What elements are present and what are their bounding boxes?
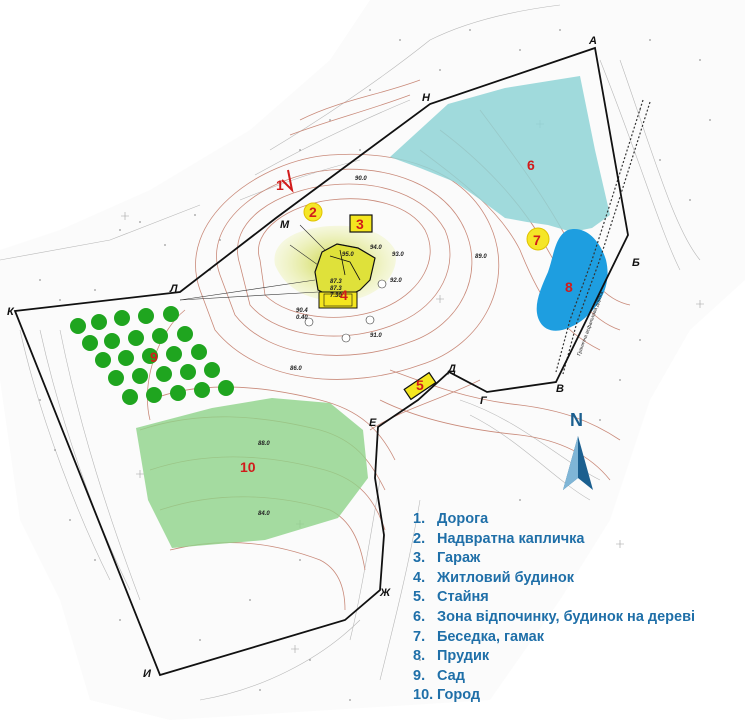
legend-item-number: 4. xyxy=(413,569,426,586)
vertex-label-a: А xyxy=(588,35,597,47)
zone-number-7: 7 xyxy=(533,232,541,248)
legend-item: 2. Надвратна капличка xyxy=(413,530,695,550)
elevation-label: 86.0 xyxy=(290,366,302,372)
legend-item-label: Житловий будинок xyxy=(437,569,575,586)
road-marker xyxy=(281,169,294,194)
legend-item-number: 2. xyxy=(413,530,426,547)
legend-item: 9. Сад xyxy=(413,667,695,687)
north-label: N xyxy=(570,410,583,430)
legend-item-label: Город xyxy=(437,687,481,704)
legend-item-number: 5. xyxy=(413,589,426,606)
legend-item-label: Зона відпочинку, будинок на дереві xyxy=(437,608,696,625)
zone-numbers: 1 2 3 4 5 6 7 8 9 10 xyxy=(150,157,573,475)
elevation-label: 84.0 xyxy=(258,511,270,517)
map-legend: 1. Дорога 2. Надвратна капличка 3. Гараж 4.… xyxy=(413,510,695,706)
zone-number-3: 3 xyxy=(356,216,364,232)
vertex-label-n: Н xyxy=(422,92,431,104)
zone-number-4: 4 xyxy=(340,287,348,303)
legend-item: 1. Дорога xyxy=(413,510,695,530)
legend-item-number: 1. xyxy=(413,511,426,527)
elevation-label: 87.3 xyxy=(330,279,342,285)
stable xyxy=(403,371,437,401)
garage xyxy=(349,214,373,233)
legend-item-label: Дорога xyxy=(437,511,489,527)
elevation-label: 89.0 xyxy=(475,254,487,260)
zone-number-2: 2 xyxy=(309,204,317,220)
zone-number-8: 8 xyxy=(565,279,573,295)
zone-number-6: 6 xyxy=(527,157,535,173)
legend-item-number: 6. xyxy=(413,608,426,625)
north-arrow: N xyxy=(563,410,593,490)
zone-number-10: 10 xyxy=(240,459,256,475)
zone-number-5: 5 xyxy=(416,377,424,393)
elevation-label: 7.30 xyxy=(330,293,342,299)
zone-number-1: 1 xyxy=(276,177,284,193)
elevation-label: 91.0 xyxy=(370,333,382,339)
vertex-label-b: Б xyxy=(632,257,640,269)
vertex-label-v: В xyxy=(556,383,564,395)
vertex-label-d: Д xyxy=(447,363,456,375)
elevation-label: 87.3 xyxy=(330,286,342,292)
legend-item-label: Сад xyxy=(437,667,465,684)
legend-item: 7. Беседка, гамак xyxy=(413,628,695,648)
legend-item-label: Стайня xyxy=(437,589,489,606)
gazebo xyxy=(526,227,550,251)
pond xyxy=(536,229,608,331)
legend-item-label: Надвратна капличка xyxy=(437,530,585,547)
legend-item-label: Гараж xyxy=(437,550,481,567)
vertex-label-zh: Ж xyxy=(379,587,391,599)
elevation-label: 0.40 xyxy=(296,315,308,321)
elevation-labels: 90.0 89.0 88.0 84.0 86.0 91.0 93.0 94.0 … xyxy=(258,176,487,517)
legend-item: 8. Прудик xyxy=(413,647,695,667)
legend-item: 6. Зона відпочинку, будинок на дереві xyxy=(413,608,695,628)
legend-item: 3. Гараж xyxy=(413,549,695,569)
legend-item-label: Беседка, гамак xyxy=(437,628,544,645)
vertex-label-i: И xyxy=(143,668,152,680)
vertex-label-g: Г xyxy=(480,395,488,407)
rest-zone-area xyxy=(390,76,610,232)
legend-item-number: 7. xyxy=(413,628,426,645)
elevation-label: 88.0 xyxy=(258,441,270,447)
vegetable-garden-area xyxy=(136,398,368,548)
zone-number-9: 9 xyxy=(150,349,158,365)
gate-chapel xyxy=(303,202,323,222)
legend-item-number: 3. xyxy=(413,550,426,567)
elevation-label: 93.0 xyxy=(392,252,404,258)
vertex-label-l: Л xyxy=(169,283,178,295)
orchard-trees xyxy=(70,306,234,405)
legend-item: 4. Житловий будинок xyxy=(413,569,695,589)
elevation-label: 90.0 xyxy=(355,176,367,182)
legend-item-number: 8. xyxy=(413,648,426,665)
vertex-label-k: К xyxy=(7,306,15,318)
vertex-label-m: М xyxy=(280,219,290,231)
elevation-label: 95.0 xyxy=(342,252,354,258)
elevation-label: 94.0 xyxy=(370,245,382,251)
legend-item: 10.Город xyxy=(413,686,695,706)
elevation-label: 90.4 xyxy=(296,308,308,314)
legend-item-number: 10. xyxy=(413,687,434,704)
elevation-label: 92.0 xyxy=(390,278,402,284)
property-boundary xyxy=(13,46,629,677)
vertex-label-e: Е xyxy=(369,417,377,429)
legend-item: 5. Стайня xyxy=(413,588,695,608)
legend-item-number: 9. xyxy=(413,667,426,684)
legend-item-label: Прудик xyxy=(437,648,490,665)
boundary-vertex-labels: А Н Б В Г Д Е Ж И К Л М xyxy=(7,35,640,680)
